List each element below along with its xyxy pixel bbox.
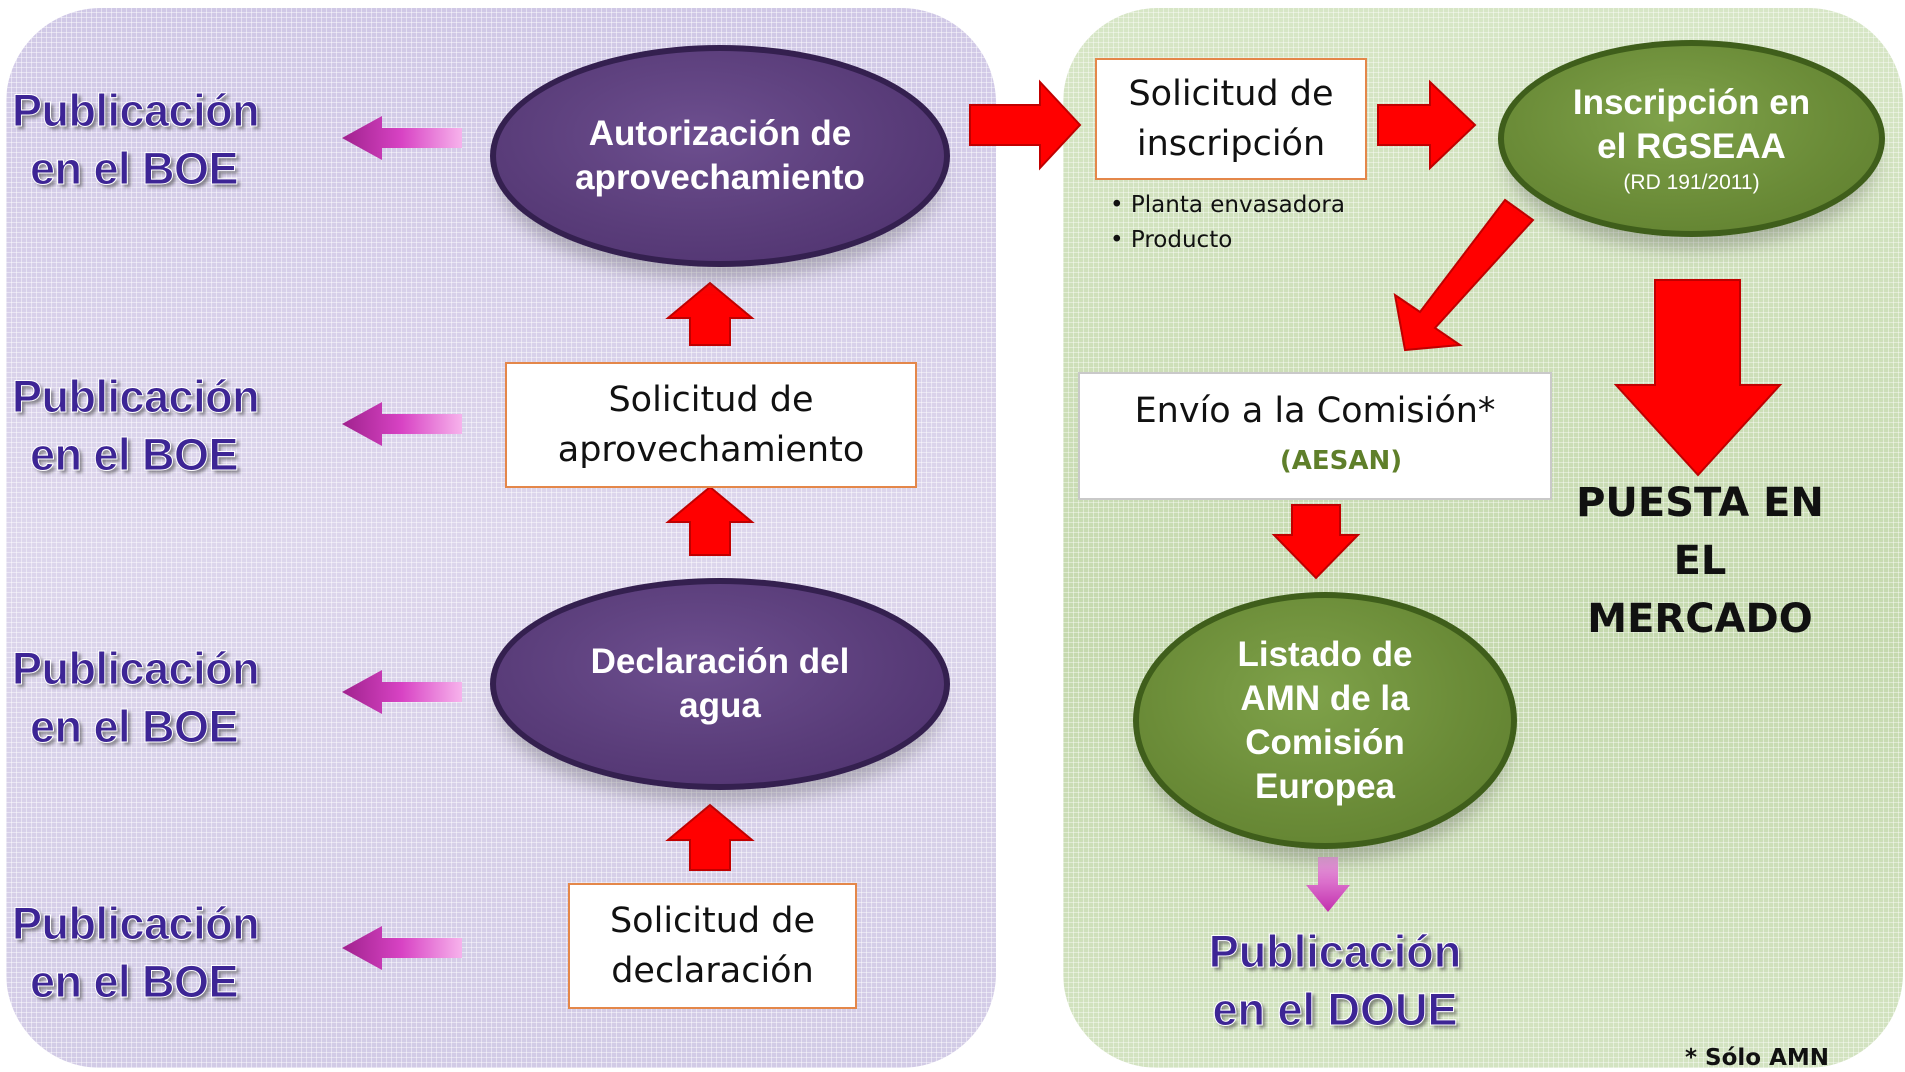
step-autorizacion-aprovechamiento: Autorización de aprovechamiento xyxy=(490,45,950,267)
doue-line2: en el DOUE xyxy=(1212,984,1458,1036)
step-listado-amn: Listado de AMN de la Comisión Europea xyxy=(1133,592,1517,849)
bullet-planta-text: Planta envasadora xyxy=(1130,192,1345,218)
step-solicitud-inscripcion-line2: inscripción xyxy=(1136,124,1326,164)
publication-boe-4-line2: en el BOE xyxy=(30,956,240,1008)
footnote: * Sólo AMN xyxy=(1685,1045,1830,1071)
step-solicitud-aprovechamiento-line1: Solicitud de xyxy=(608,380,814,420)
publication-boe-3-line2: en el BOE xyxy=(30,701,240,753)
publication-boe-4-line1: Publicación xyxy=(12,898,261,950)
aesan-label: (AESAN) xyxy=(1279,446,1403,476)
step-solicitud-aprovechamiento: Solicitud de aprovechamiento xyxy=(505,362,917,488)
publication-boe-2: Publicación en el BOE xyxy=(12,368,302,484)
pink-arrow-down xyxy=(1306,857,1350,912)
step-declaracion-line1: Declaración del xyxy=(590,642,850,681)
step-solicitud-declaracion-line1: Solicitud de xyxy=(609,901,816,941)
publication-boe-1-line1: Publicación xyxy=(12,85,261,137)
step-autorizacion-line1: Autorización de xyxy=(588,114,852,153)
publication-boe-1-line2: en el BOE xyxy=(30,143,240,195)
step-inscripcion-line2: el RGSEAA xyxy=(1597,126,1786,166)
step-declaracion-line2: agua xyxy=(679,686,761,725)
red-arrow-up-1 xyxy=(665,281,755,346)
publication-boe-3: Publicación en el BOE xyxy=(12,640,302,756)
step-listado-line3: Comisión xyxy=(1245,722,1405,762)
puesta-line1: PUESTA EN xyxy=(1576,480,1824,526)
step-envio-comision: Envío a la Comisión* (AESAN) xyxy=(1078,372,1552,500)
step-declaracion-agua: Declaración del agua xyxy=(490,578,950,790)
red-arrow-down-small xyxy=(1271,504,1361,580)
step-inscripcion-rgseaa: Inscripción en el RGSEAA (RD 191/2011) xyxy=(1498,40,1885,237)
step-envio-line1: Envío a la Comisión* xyxy=(1134,391,1496,431)
publication-boe-2-line2: en el BOE xyxy=(30,429,240,481)
pink-arrow-left-4 xyxy=(342,926,462,970)
publication-boe-3-line1: Publicación xyxy=(12,643,261,695)
pink-arrow-left-2 xyxy=(342,402,462,446)
puesta-line2: EL MERCADO xyxy=(1587,538,1813,642)
publication-doue: Publicación en el DOUE xyxy=(1180,923,1490,1039)
step-solicitud-aprovechamiento-line2: aprovechamiento xyxy=(557,430,865,470)
red-arrow-right-1 xyxy=(969,79,1082,171)
step-solicitud-inscripcion-line1: Solicitud de xyxy=(1128,74,1334,114)
step-solicitud-declaracion: Solicitud de declaración xyxy=(568,883,857,1009)
aesan-line: (AESAN) xyxy=(1228,436,1402,486)
publication-boe-1: Publicación en el BOE xyxy=(12,82,302,198)
doue-line1: Publicación xyxy=(1208,926,1462,978)
pink-arrow-left-3 xyxy=(342,670,462,714)
pink-arrow-left-1 xyxy=(342,116,462,160)
bullet-planta: • Planta envasadora xyxy=(1110,192,1345,218)
red-arrow-down-large xyxy=(1613,279,1783,477)
red-arrow-up-3 xyxy=(665,803,755,871)
red-arrow-diagonal xyxy=(1393,198,1535,352)
step-solicitud-inscripcion: Solicitud de inscripción xyxy=(1095,58,1367,180)
step-inscripcion-line1: Inscripción en xyxy=(1572,82,1811,122)
step-listado-line2: AMN de la xyxy=(1240,678,1410,718)
red-arrow-right-2 xyxy=(1377,79,1477,171)
puesta-en-mercado: PUESTA EN EL MERCADO xyxy=(1555,474,1845,648)
step-listado-line4: Europea xyxy=(1254,766,1396,806)
step-autorizacion-line2: aprovechamiento xyxy=(575,158,865,197)
inscripcion-bullets: • Planta envasadora • Producto xyxy=(1110,188,1345,258)
red-arrow-up-2 xyxy=(665,485,755,556)
step-solicitud-declaracion-line2: declaración xyxy=(611,951,814,991)
bullet-producto-text: Producto xyxy=(1130,227,1233,253)
bullet-producto: • Producto xyxy=(1110,227,1233,253)
publication-boe-2-line1: Publicación xyxy=(12,371,261,423)
publication-boe-4: Publicación en el BOE xyxy=(12,895,302,1011)
step-inscripcion-note: (RD 191/2011) xyxy=(1623,170,1760,194)
step-listado-line1: Listado de xyxy=(1237,634,1413,674)
